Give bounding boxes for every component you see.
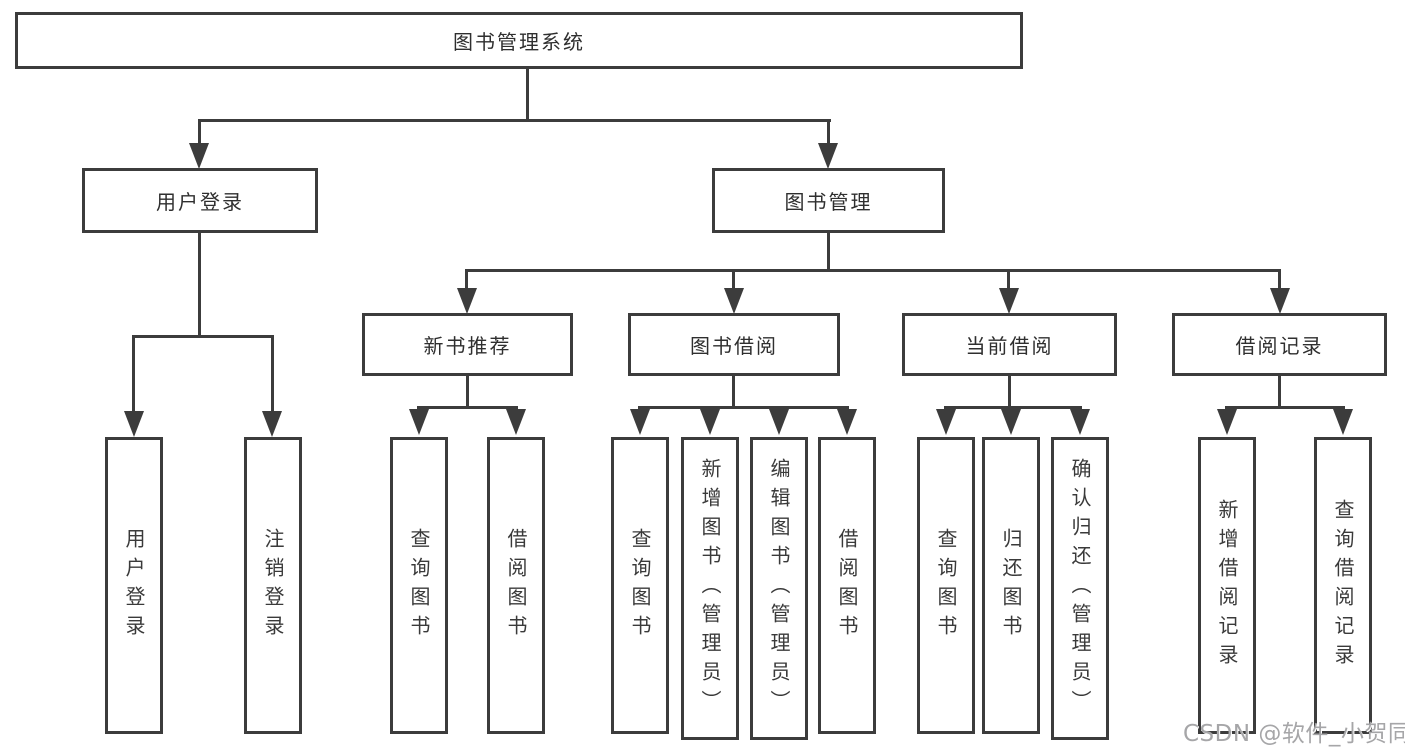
- connector-line: [132, 335, 274, 338]
- leaf-label: 借阅图书: [504, 527, 528, 644]
- leaf-query-books: 查询图书: [917, 437, 975, 734]
- arrow-down-icon: [189, 143, 209, 169]
- connector-line: [198, 119, 831, 122]
- connector-line: [271, 335, 274, 413]
- leaf-return-books: 归还图书: [982, 437, 1040, 734]
- arrow-down-icon: [936, 409, 956, 435]
- connector-line: [465, 269, 468, 291]
- leaf-label: 归还图书: [999, 527, 1023, 644]
- connector-line: [1225, 406, 1345, 409]
- arrow-down-icon: [457, 288, 477, 314]
- leaf-label: 编辑图书（管理员）: [767, 458, 791, 719]
- arrow-down-icon: [1333, 409, 1353, 435]
- connector-line: [638, 406, 849, 409]
- node-label: 图书借阅: [690, 334, 778, 358]
- connector-line: [466, 375, 469, 408]
- node-label: 图书管理: [784, 190, 873, 214]
- arrow-down-icon: [630, 409, 650, 435]
- leaf-label: 查询图书: [407, 527, 431, 644]
- leaf-label: 新增借阅记录: [1215, 498, 1239, 673]
- leaf-add-borrow-record: 新增借阅记录: [1198, 437, 1256, 734]
- leaf-query-books: 查询图书: [611, 437, 669, 734]
- leaf-user-login: 用户登录: [105, 437, 163, 734]
- arrow-down-icon: [1070, 409, 1090, 435]
- leaf-query-borrow-record: 查询借阅记录: [1314, 437, 1372, 734]
- arrow-down-icon: [1270, 288, 1290, 314]
- leaf-add-book-admin: 新增图书（管理员）: [681, 437, 739, 740]
- connector-line: [198, 119, 201, 146]
- leaf-query-books: 查询图书: [390, 437, 448, 734]
- arrow-down-icon: [999, 288, 1019, 314]
- csdn-watermark: CSDN @软件_小贺同学: [1183, 721, 1405, 747]
- connector-line: [827, 233, 830, 271]
- connector-line: [417, 406, 518, 409]
- arrow-down-icon: [837, 409, 857, 435]
- node-user-login: 用户登录: [82, 168, 318, 233]
- connector-line: [944, 406, 1082, 409]
- connector-line: [198, 233, 201, 337]
- node-label: 当前借阅: [965, 334, 1054, 358]
- leaf-label: 用户登录: [122, 527, 146, 644]
- connector-line: [732, 375, 735, 408]
- leaf-label: 查询图书: [934, 527, 958, 644]
- connector-line: [1278, 375, 1281, 408]
- arrow-down-icon: [262, 411, 282, 437]
- leaf-borrow-books: 借阅图书: [818, 437, 876, 734]
- arrow-down-icon: [818, 143, 838, 169]
- connector-line: [827, 119, 830, 146]
- node-label: 用户登录: [156, 190, 244, 214]
- node-new-book-recommendation: 新书推荐: [362, 313, 573, 376]
- leaf-label: 新增图书（管理员）: [698, 458, 722, 719]
- connector-line: [1008, 375, 1011, 408]
- leaf-borrow-books: 借阅图书: [487, 437, 545, 734]
- leaf-label: 确认归还（管理员）: [1068, 458, 1092, 719]
- connector-line: [526, 68, 529, 121]
- arrow-down-icon: [1001, 409, 1021, 435]
- leaf-confirm-return-admin: 确认归还（管理员）: [1051, 437, 1109, 740]
- node-library-management-system: 图书管理系统: [15, 12, 1023, 69]
- leaf-label: 注销登录: [261, 527, 285, 644]
- leaf-label: 借阅图书: [835, 527, 859, 644]
- arrow-down-icon: [1217, 409, 1237, 435]
- connector-line: [132, 335, 135, 413]
- node-borrowing-records: 借阅记录: [1172, 313, 1387, 376]
- node-label: 新书推荐: [423, 334, 512, 358]
- arrow-down-icon: [700, 409, 720, 435]
- node-current-borrowing: 当前借阅: [902, 313, 1117, 376]
- arrow-down-icon: [506, 409, 526, 435]
- arrow-down-icon: [724, 288, 744, 314]
- leaf-logout: 注销登录: [244, 437, 302, 734]
- node-book-borrowing: 图书借阅: [628, 313, 840, 376]
- arrow-down-icon: [124, 411, 144, 437]
- connector-line: [732, 269, 735, 291]
- connector-line: [1278, 269, 1281, 291]
- arrow-down-icon: [769, 409, 789, 435]
- connector-line: [1007, 269, 1010, 291]
- leaf-label: 查询图书: [628, 527, 652, 644]
- node-book-management: 图书管理: [712, 168, 945, 233]
- node-label: 图书管理系统: [453, 30, 585, 54]
- connector-line: [466, 269, 1281, 272]
- node-label: 借阅记录: [1235, 334, 1324, 358]
- arrow-down-icon: [409, 409, 429, 435]
- leaf-label: 查询借阅记录: [1331, 498, 1355, 673]
- leaf-edit-book-admin: 编辑图书（管理员）: [750, 437, 808, 740]
